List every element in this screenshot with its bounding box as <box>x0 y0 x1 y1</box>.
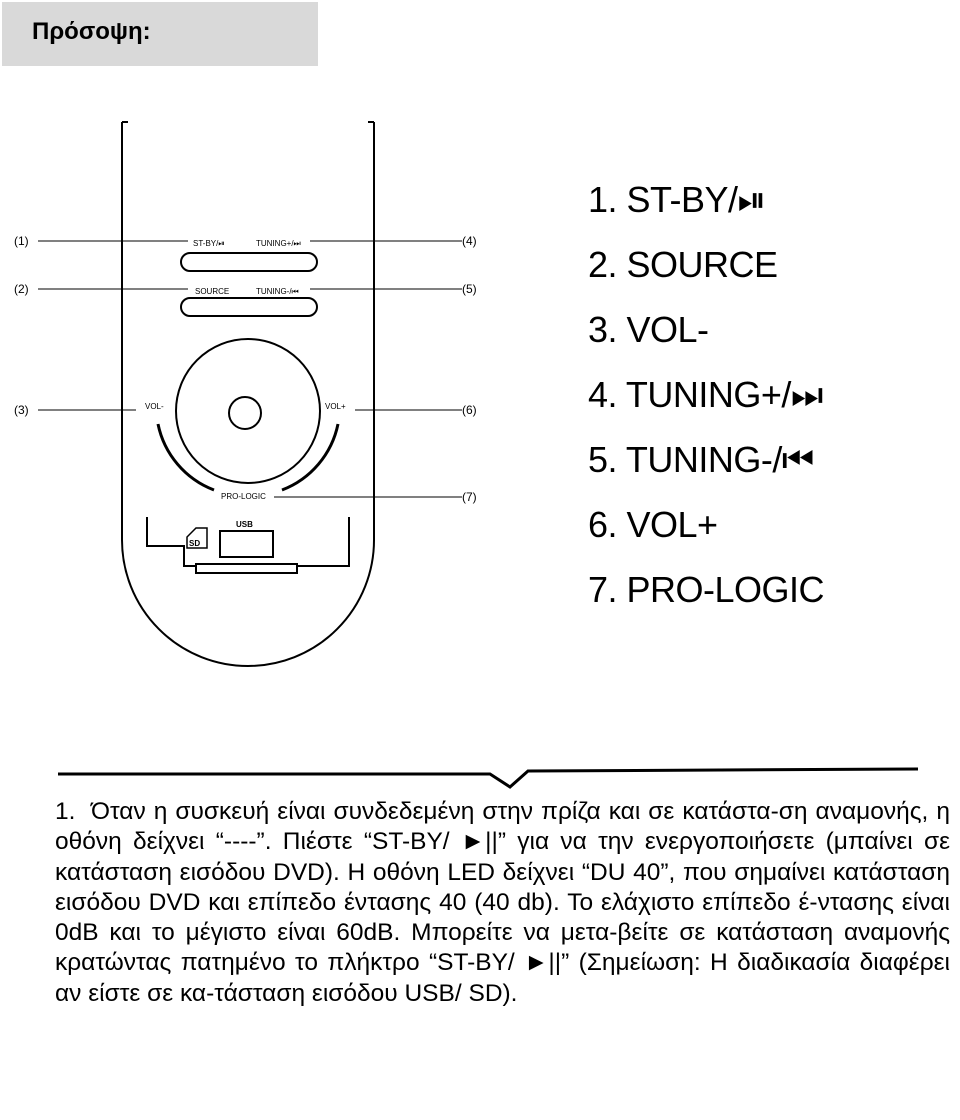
vol-arc-left <box>156 423 215 492</box>
legend-item: 5. TUNING-/⏮ <box>588 439 814 480</box>
vol-plus-label: VOL+ <box>325 402 346 411</box>
knob-center-button <box>228 396 262 430</box>
callout-4: (4) <box>462 234 477 248</box>
callout-3: (3) <box>14 403 29 417</box>
sd-logo <box>186 527 208 549</box>
paragraph-number: 1. <box>55 798 76 825</box>
button-legend: 1. ST-BY/⏯ 2. SOURCE 3. VOL- 4. TUNING+/… <box>588 178 825 633</box>
source-button <box>180 297 318 317</box>
legend-item: 2. SOURCE <box>588 244 778 285</box>
legend-item: 6. VOL+ <box>588 504 718 545</box>
sd-logo-text: SD <box>189 539 200 548</box>
legend-item: 1. ST-BY/⏯ <box>588 179 766 220</box>
instruction-paragraph: 1.Όταν η συσκευή είναι συνδεδεμένη στην … <box>55 797 950 1009</box>
usb-label: USB <box>236 520 253 529</box>
tuning-plus-label: TUNING+/⏭ <box>256 239 301 248</box>
usb-port <box>219 530 274 558</box>
paragraph-text: Όταν η συσκευή είναι συνδεδεμένη στην πρ… <box>55 798 950 1007</box>
device-front-diagram: ST-BY/⏯ TUNING+/⏭ SOURCE TUNING-/⏮ VOL- … <box>14 121 919 789</box>
sd-card-slot <box>195 563 298 574</box>
legend-item: 3. VOL- <box>588 309 709 350</box>
vol-arc-right <box>281 423 340 492</box>
vol-minus-label: VOL- <box>145 402 164 411</box>
callout-1: (1) <box>14 234 29 248</box>
st-by-button <box>180 252 318 272</box>
pro-logic-label: PRO-LOGIC <box>221 492 266 501</box>
callout-5: (5) <box>462 282 477 296</box>
ports-panel <box>146 517 350 567</box>
page-title: Πρόσοψη: <box>32 18 151 45</box>
source-label: SOURCE <box>195 287 229 296</box>
legend-item: 7. PRO-LOGIC <box>588 569 825 610</box>
callout-2: (2) <box>14 282 29 296</box>
heading-box: Πρόσοψη: <box>2 2 318 66</box>
st-by-label: ST-BY/⏯ <box>193 239 225 248</box>
legend-item: 4. TUNING+/⏭ <box>588 374 823 415</box>
tuning-minus-label: TUNING-/⏮ <box>256 287 299 296</box>
callout-lines <box>38 240 462 498</box>
section-divider <box>58 767 919 789</box>
callout-7: (7) <box>462 490 477 504</box>
callout-6: (6) <box>462 403 477 417</box>
